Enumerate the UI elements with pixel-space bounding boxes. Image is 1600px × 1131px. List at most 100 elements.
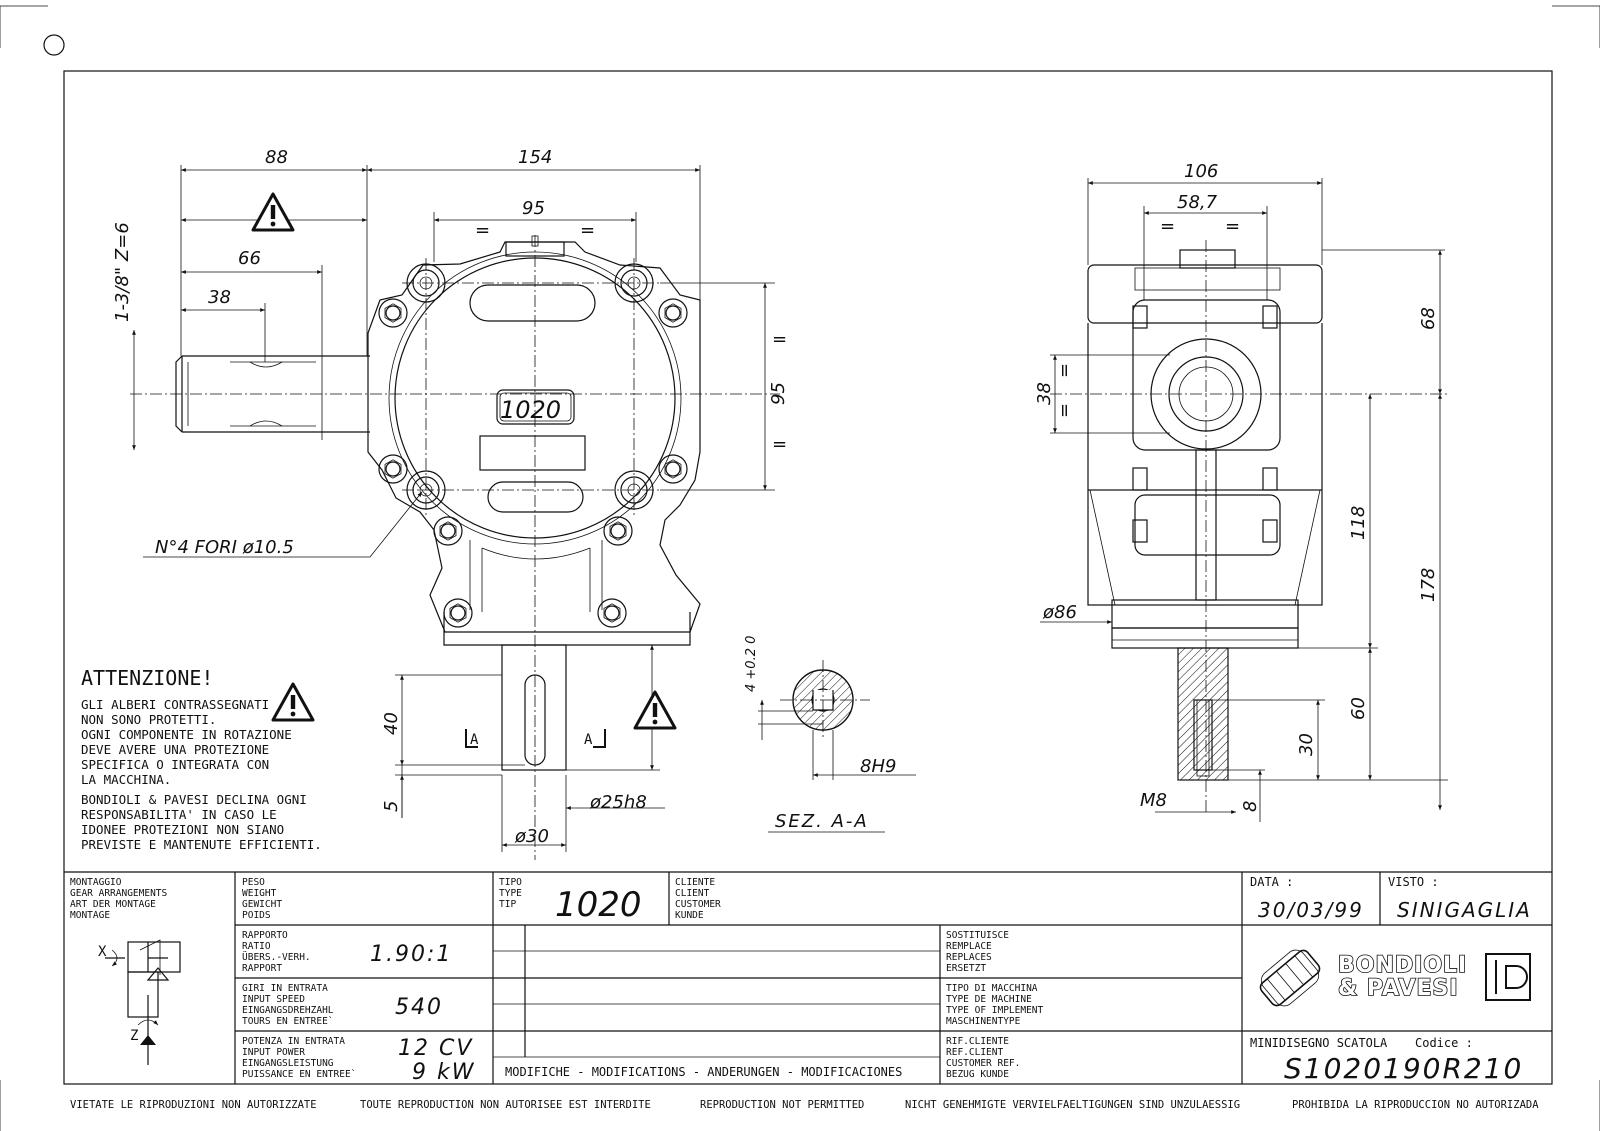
potenza-label: POTENZA IN ENTRATA [242,1036,345,1047]
warning-line: PREVISTE E MANTENUTE EFFICIENTI. [81,837,322,852]
warning-line: DEVE AVERE UNA PROTEZIONE [81,742,269,757]
eq-mark: = [1225,216,1240,237]
cliente-label: KUNDE [675,910,704,921]
tolerance: 4 +0.2 0 [744,636,759,692]
peso-label: PESO [242,877,265,888]
codice-label: Codice : [1415,1036,1473,1050]
warning-line: GLI ALBERI CONTRASSEGNATI [81,697,269,712]
brand-line-1: BONDIOLI [1338,953,1467,978]
model-badge: 1020 [500,396,561,424]
tipo-macchina-label: MASCHINENTYPE [946,1016,1021,1027]
sheet-corner-marks [0,5,1600,1131]
potenza-cv: 12 CV [398,1036,473,1061]
section-a-a [758,660,916,833]
axis-x-label: X [98,944,107,960]
potenza-kw: 9 kW [412,1060,475,1085]
potenza-label: PUISSANCE EN ENTREE` [242,1069,356,1080]
sostituisce-label: SOSTITUISCE [946,930,1009,941]
dim-5: 5 [381,801,402,812]
rif-cliente-label: BEZUG KUNDE [946,1069,1009,1080]
eq-mark: = [772,434,787,455]
eq-mark: = [475,220,490,241]
dim-38: 38 [208,287,231,308]
minidisegno-label: MINIDISEGNO SCATOLA [1250,1036,1388,1050]
data-label: DATA : [1250,875,1293,889]
dim-8h9: 8H9 [860,756,896,777]
peso-label: WEIGHT [242,888,277,899]
axis-z-label: Z [130,1028,138,1044]
warning-line: LA MACCHINA. [81,772,171,787]
warning-triangle-icon [251,192,295,232]
cliente-label: CLIENTE [675,877,715,888]
brand-mark-icon [1485,953,1531,1001]
tipo-label: TIP [499,899,516,910]
tipo-label: TYPE [499,888,522,899]
warning-note: ATTENZIONE! GLI ALBERI CONTRASSEGNATI NO… [81,666,322,852]
potenza-label: EINGANGSLEISTUNG [242,1058,334,1069]
footer: VIETATE LE RIPRODUZIONI NON AUTORIZZATE … [70,1099,1539,1111]
dim-38-side: 38 [1034,382,1055,405]
section-letter: A [584,732,593,748]
codice-value: S1020190R210 [1284,1052,1523,1085]
warning-line: OGNI COMPONENTE IN ROTAZIONE [81,727,292,742]
brand-line-2: & PAVESI [1338,976,1459,1001]
rapporto-label: RAPPORT [242,963,282,974]
data-value: 30/03/99 [1258,898,1364,922]
tipo-macchina-label: TIPO DI MACCHINA [946,983,1038,994]
side-view [1050,240,1450,812]
rapporto-label: RATIO [242,941,271,952]
section-title: SEZ. A-A [775,811,869,832]
montaggio-label: ART DER MONTAGE [70,899,156,910]
giri-label: INPUT SPEED [242,994,305,1005]
footer-notice: NICHT GENEHMIGTE VERVIELFAELTIGUNGEN SIN… [905,1099,1240,1111]
potenza-label: INPUT POWER [242,1047,305,1058]
dim-88: 88 [265,147,288,168]
cliente-label: CUSTOMER [675,899,721,910]
rif-cliente-label: REF.CLIENT [946,1047,1003,1058]
rapporto-label: ÜBERS.-VERH. [242,952,311,963]
tipo-value: 1020 [555,885,642,925]
tipo-macchina-label: TYPE DE MACHINE [946,994,1032,1005]
dim-30: 30 [1296,733,1317,756]
modifiche-label: MODIFICHE - MODIFICATIONS - ANDERUNGEN -… [505,1065,902,1079]
warning-title: ATTENZIONE! [81,666,213,690]
drawing-frame [63,70,1553,1085]
footer-notice: REPRODUCTION NOT PERMITTED [700,1099,864,1111]
giri-value: 540 [395,995,443,1020]
eq-mark: = [1160,216,1175,237]
dim-118: 118 [1348,506,1369,540]
giri-label: EINGANGSDREHZAHL [242,1005,334,1016]
dim-8: 8 [1240,801,1261,812]
section-letter: A [470,732,479,748]
footer-notice: PROHIBIDA LA RIPRODUCCION NO AUTORIZADA [1292,1099,1539,1111]
rif-cliente-label: CUSTOMER REF. [946,1058,1020,1069]
warning-line: BONDIOLI & PAVESI DECLINA OGNI [81,792,307,807]
dim-30-dia: ø30 [514,826,549,847]
shaft-spec: 1-3/8" Z=6 [112,222,133,322]
front-view [130,235,780,860]
dim-m8: M8 [1140,790,1167,811]
montaggio-label: GEAR ARRANGEMENTS [70,888,168,899]
eq-mark: = [1054,363,1075,378]
rapporto-value: 1.90:1 [370,942,452,967]
dim-68: 68 [1418,307,1439,330]
punch-hole-icon [43,34,65,56]
dim-154: 154 [518,147,552,168]
warning-line: RESPONSABILITA' IN CASO LE [81,807,277,822]
dim-95-top: 95 [522,198,545,219]
warning-line: SPECIFICA O INTEGRATA CON [81,757,269,772]
side-dimensions [1040,178,1448,822]
front-dimensions [132,165,775,852]
gear-arrangement-icon: X Z [98,939,181,1065]
dim-58-7: 58,7 [1177,192,1218,213]
rif-cliente-label: RIF.CLIENTE [946,1036,1009,1047]
dim-106: 106 [1184,161,1218,182]
giri-label: GIRI IN ENTRATA [242,983,328,994]
giri-label: TOURS EN ENTREE` [242,1016,334,1027]
eq-mark: = [1054,403,1075,418]
dim-25h8: ø25h8 [589,792,647,813]
holes-note: N°4 FORI ø10.5 [155,537,294,558]
eq-mark: = [772,329,787,350]
tipo-macchina-label: TYPE OF IMPLEMENT [946,1005,1044,1016]
